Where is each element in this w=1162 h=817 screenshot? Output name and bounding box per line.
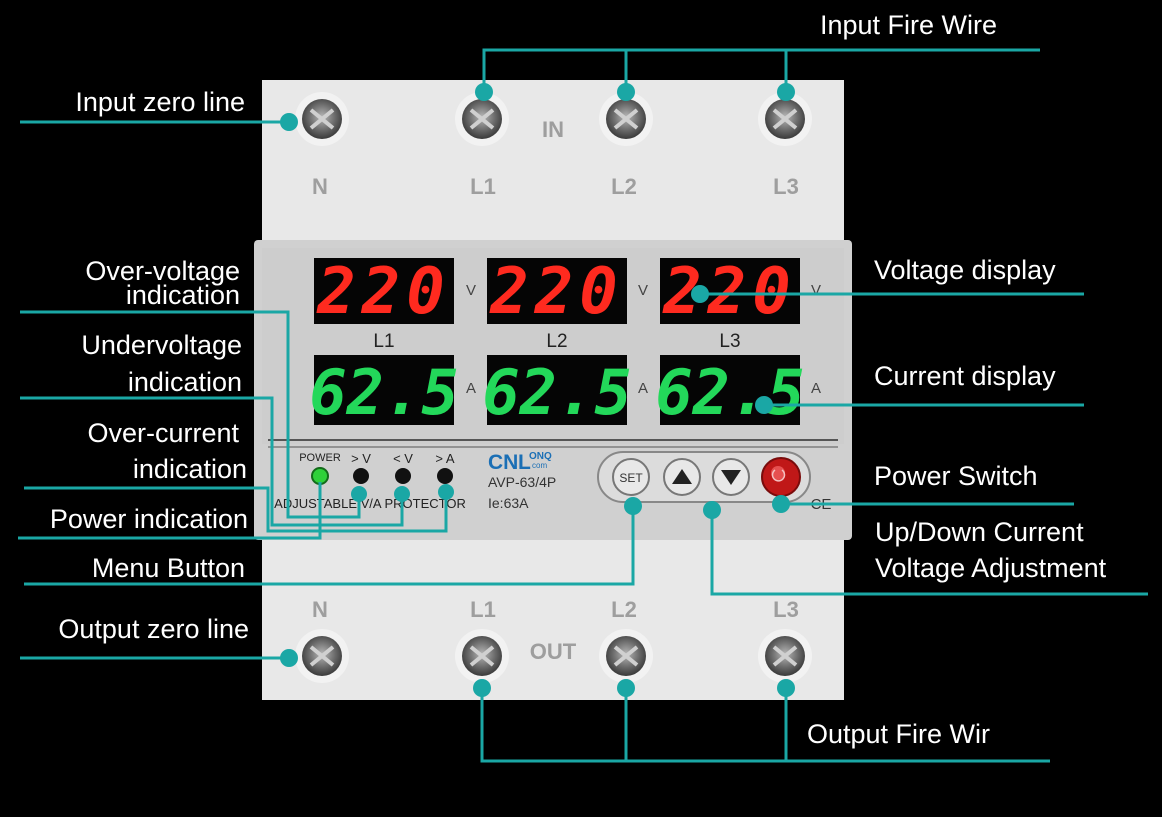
down-button[interactable] [712,458,750,496]
voltage-unit-l1: V [466,282,476,299]
current-unit-l2: A [638,380,648,397]
indicator-label-over-current: > A [435,451,454,466]
voltage-unit-l2: V [638,282,648,299]
terminal-screw-top-l1 [455,92,509,146]
current-reading-l3: 62.5 [655,356,804,429]
model-number: AVP-63/4P [488,474,556,490]
terminal-screw-bottom-l3 [758,629,812,683]
brand-l: L [518,451,531,474]
voltage-display-l3 [660,258,800,324]
callout-output-fire-wire: Output Fire Wir [807,719,991,749]
set-button-label: SET [619,471,643,485]
voltage-unit-l3: V [811,282,821,299]
callout-updown-line2: Voltage Adjustment [875,553,1107,583]
current-display-l2 [487,355,627,425]
indicator-label-under-voltage: < V [393,451,413,466]
voltage-reading-l2: 220 [489,255,624,329]
current-unit-l3: A [811,380,821,397]
in-label: IN [542,117,564,142]
callout-over-voltage-line2: indication [125,280,240,310]
callout-input-fire-wire: Input Fire Wire [820,10,998,40]
terminal-label-top-l3: L3 [773,174,799,199]
callout-power-switch: Power Switch [874,461,1038,491]
down-arrow-icon [721,470,741,485]
indicator-label-power: POWER [299,452,341,464]
phase-label-l3: L3 [719,331,740,352]
terminal-label-bottom-n: N [312,597,328,622]
over-current-led [437,468,453,484]
current-display-l1 [314,355,454,425]
current-display-l3 [660,355,800,425]
terminal-label-bottom-l2: L2 [611,597,637,622]
callout-updown-line1: Up/Down Current [875,517,1084,547]
callout-menu-button: Menu Button [91,553,245,583]
callout-undervoltage-line1: Undervoltage [81,330,242,360]
terminal-label-top-l2: L2 [611,174,637,199]
callout-power-indication: Power indication [49,504,248,534]
callout-over-current-line2: indication [132,454,247,484]
voltage-reading-l1: 220 [316,255,451,329]
current-reading-l2: 62.5 [482,356,631,429]
up-button[interactable] [663,458,701,496]
brand-cn: CN [488,451,518,474]
current-unit-l1: A [466,380,476,397]
brand-com: com [532,461,547,470]
terminal-label-top-l1: L1 [470,174,496,199]
callout-input-zero-line: Input zero line [75,87,245,117]
terminal-label-bottom-l3: L3 [773,597,799,622]
callout-dots [280,83,795,697]
phase-label-l2: L2 [546,331,567,352]
voltage-display-l1 [314,258,454,324]
callout-current-display: Current display [874,361,1056,391]
callout-voltage-display: Voltage display [874,255,1056,285]
power-icon [771,469,786,482]
current-reading-l1: 62.5 [309,356,458,429]
power-led [311,467,329,485]
voltage-reading-l3: 220 [662,255,797,329]
terminal-label-bottom-l1: L1 [470,597,496,622]
callout-output-zero-line: Output zero line [58,614,249,644]
terminal-screw-top-n [295,92,349,146]
terminal-screw-bottom-l2 [599,629,653,683]
control-pad [597,451,811,503]
under-voltage-led [395,468,411,484]
callout-over-voltage-line1: Over-voltage [85,256,240,286]
terminal-screw-top-l2 [599,92,653,146]
terminal-screw-top-l3 [758,92,812,146]
power-switch-button[interactable] [761,457,801,497]
indicator-label-over-voltage: > V [351,451,371,466]
brand-onq: ONQ [529,451,552,462]
set-button[interactable]: SET [612,458,650,496]
up-arrow-icon [672,469,692,484]
callout-undervoltage-line2: indication [127,367,242,397]
current-rating: Ie:63A [488,495,529,511]
callout-over-current-line1: Over-current [87,418,239,448]
protector-strip-text: ADJUSTABLE V/A PROTECTOR [274,496,466,511]
out-label: OUT [530,639,577,664]
terminal-screw-bottom-n [295,629,349,683]
voltage-display-l2 [487,258,627,324]
terminal-label-top-n: N [312,174,328,199]
terminal-screw-bottom-l1 [455,629,509,683]
phase-label-l1: L1 [373,331,394,352]
callout-leader-lines [18,48,1148,763]
over-voltage-led [353,468,369,484]
